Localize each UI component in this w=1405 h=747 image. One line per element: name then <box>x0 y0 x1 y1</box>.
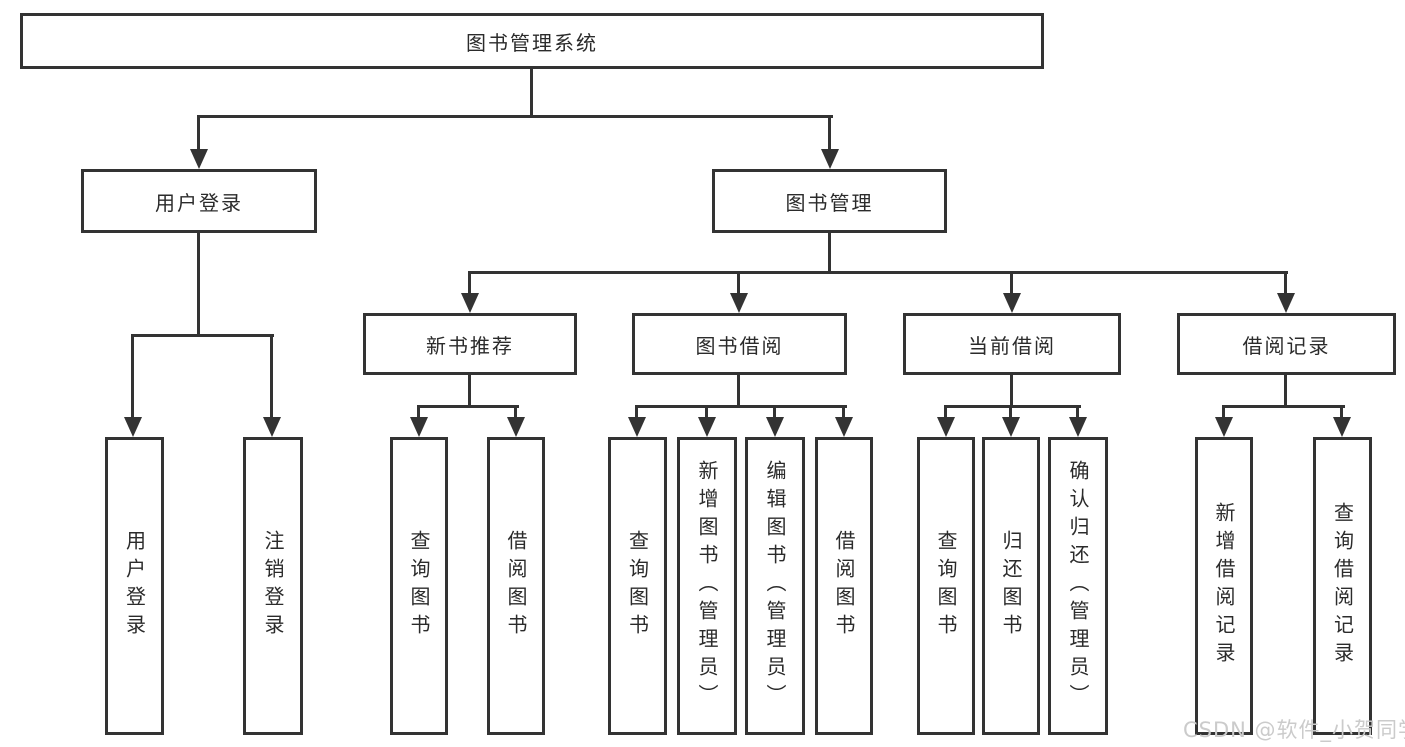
connector-line <box>1340 405 1343 419</box>
node-label: 图书借阅 <box>695 333 784 358</box>
connector-line <box>197 233 200 337</box>
arrowhead-icon <box>1069 417 1087 437</box>
connector-line <box>828 115 831 151</box>
node-logout: 注销登录 <box>243 437 303 735</box>
connector-line <box>417 405 519 408</box>
node-add-borrow-record: 新增借阅记录 <box>1195 437 1253 735</box>
connector-line <box>635 405 638 419</box>
node-label: 注销登录 <box>261 530 285 642</box>
node-book-borrow: 图书借阅 <box>632 313 847 375</box>
node-query-borrow-record: 查询借阅记录 <box>1313 437 1372 735</box>
node-return-books: 归还图书 <box>982 437 1040 735</box>
connector-line <box>944 405 1081 408</box>
connector-line <box>1284 271 1287 295</box>
node-label: 查询图书 <box>625 530 650 642</box>
connector-line <box>468 271 471 295</box>
connector-line <box>197 115 200 151</box>
connector-line <box>1010 271 1013 295</box>
arrowhead-icon <box>1333 417 1351 437</box>
connector-line <box>514 405 517 419</box>
arrowhead-icon <box>1002 417 1020 437</box>
connector-line <box>131 334 134 419</box>
node-label: 确认归还（管理员） <box>1066 460 1090 712</box>
arrowhead-icon <box>461 293 479 313</box>
arrowhead-icon <box>835 417 853 437</box>
connector-line <box>468 271 1288 274</box>
node-label: 借阅记录 <box>1242 333 1331 358</box>
arrowhead-icon <box>766 417 784 437</box>
node-add-books-admin: 新增图书（管理员） <box>677 437 737 735</box>
node-label: 新增图书（管理员） <box>695 460 719 712</box>
node-edit-books-admin: 编辑图书（管理员） <box>745 437 805 735</box>
node-recommend-borrow-books: 借阅图书 <box>487 437 545 735</box>
connector-line <box>944 405 947 419</box>
connector-line <box>1222 405 1225 419</box>
connector-line <box>1009 405 1012 419</box>
node-recommend-query-books: 查询图书 <box>390 437 448 735</box>
node-label: 查询借阅记录 <box>1330 502 1355 670</box>
connector-line <box>197 115 833 118</box>
connector-line <box>131 334 274 337</box>
node-label: 新书推荐 <box>426 333 514 358</box>
connector-line <box>635 405 847 408</box>
connector-line <box>530 69 533 117</box>
node-label: 编辑图书（管理员） <box>763 460 787 712</box>
connector-line <box>270 334 273 419</box>
connector-line <box>705 405 708 419</box>
connector-line <box>1010 375 1013 408</box>
connector-line <box>828 233 831 274</box>
connector-line <box>842 405 845 419</box>
arrowhead-icon <box>507 417 525 437</box>
node-label: 借阅图书 <box>832 530 856 642</box>
node-library-management-system: 图书管理系统 <box>20 13 1044 69</box>
connector-line <box>1076 405 1079 419</box>
node-new-book-recommend: 新书推荐 <box>363 313 577 375</box>
node-label: 当前借阅 <box>968 333 1056 358</box>
node-borrow-query-books: 查询图书 <box>608 437 667 735</box>
connector-line <box>1222 405 1345 408</box>
node-label: 用户登录 <box>155 190 243 215</box>
node-borrow-records: 借阅记录 <box>1177 313 1396 375</box>
arrowhead-icon <box>821 149 839 169</box>
node-book-management: 图书管理 <box>712 169 947 233</box>
node-label: 借阅图书 <box>504 530 528 642</box>
node-label: 图书管理 <box>785 190 874 215</box>
arrowhead-icon <box>263 417 281 437</box>
arrowhead-icon <box>190 149 208 169</box>
node-current-borrow: 当前借阅 <box>903 313 1121 375</box>
node-confirm-return-admin: 确认归还（管理员） <box>1048 437 1108 735</box>
connector-line <box>773 405 776 419</box>
node-label: 归还图书 <box>999 530 1023 642</box>
arrowhead-icon <box>1003 293 1021 313</box>
arrowhead-icon <box>937 417 955 437</box>
connector-line <box>737 375 740 408</box>
arrowhead-icon <box>1277 293 1295 313</box>
node-label: 查询图书 <box>407 530 431 642</box>
connector-line <box>737 271 740 295</box>
node-user-login: 用户登录 <box>105 437 164 735</box>
connector-line <box>417 405 420 419</box>
node-label: 查询图书 <box>934 530 958 642</box>
csdn-watermark: CSDN @软件_小贺同学 <box>1183 718 1405 742</box>
node-label: 图书管理系统 <box>466 30 598 55</box>
node-label: 用户登录 <box>122 530 147 642</box>
arrowhead-icon <box>1215 417 1233 437</box>
node-label: 新增借阅记录 <box>1212 502 1236 670</box>
arrowhead-icon <box>410 417 428 437</box>
arrowhead-icon <box>698 417 716 437</box>
connector-line <box>1284 375 1287 408</box>
arrowhead-icon <box>730 293 748 313</box>
connector-line <box>468 375 471 408</box>
node-user-login-group: 用户登录 <box>81 169 317 233</box>
arrowhead-icon <box>124 417 142 437</box>
node-current-query-books: 查询图书 <box>917 437 975 735</box>
node-borrow-books: 借阅图书 <box>815 437 873 735</box>
arrowhead-icon <box>628 417 646 437</box>
